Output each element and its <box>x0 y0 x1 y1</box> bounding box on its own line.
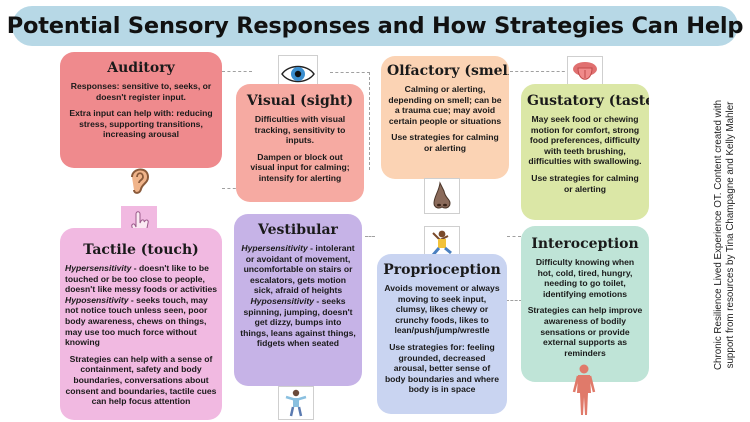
auditory-strategies-text: Extra input can help with: reducing stre… <box>69 108 213 140</box>
credit-text: Chronic Resilience Lived Experience OT. … <box>705 60 745 410</box>
tactile-hypo-label: Hyposensitivity <box>65 294 129 305</box>
olfactory-title: Olfactory (smell) <box>387 63 509 79</box>
gustatory-responses-text: May seek food or chewing motion for comf… <box>528 114 642 167</box>
vestibular-hypo-label: Hyposensitivity <box>250 295 314 306</box>
connector-line <box>222 71 252 72</box>
visual-responses-text: Difficulties with visual tracking, sensi… <box>254 114 346 146</box>
tactile-card: Tactile (touch) Hypersensitivity - doesn… <box>60 228 222 420</box>
vestibular-card: Vestibular Hypersensitivity - intolerant… <box>234 214 362 386</box>
tactile-hyper-label: Hypersensitivity <box>65 263 132 273</box>
page-title: Potential Sensory Responses and How Stra… <box>6 13 744 39</box>
proprioception-card: Proprioception Avoids movement or always… <box>377 254 507 414</box>
eye-icon <box>278 55 318 93</box>
vestibular-title: Vestibular <box>258 222 338 238</box>
proprioception-strategies-text: Use strategies for: feeling grounded, de… <box>384 341 500 395</box>
gustatory-title: Gustatory (taste) <box>527 93 649 109</box>
auditory-title: Auditory <box>107 60 175 76</box>
proprioception-responses-text: Avoids movement or always moving to seek… <box>384 283 500 336</box>
connector-line <box>506 300 522 301</box>
olfactory-responses-text: Calming or alerting, depending on smell;… <box>388 84 502 126</box>
tactile-hypersensitivity-text: Hypersensitivity - doesn't like to be to… <box>65 263 217 348</box>
tactile-title: Tactile (touch) <box>83 242 199 258</box>
interoception-responses-text: Difficulty knowing when hot, cold, tired… <box>535 257 635 299</box>
olfactory-strategies-text: Use strategies for calming or alerting <box>391 132 499 153</box>
tactile-strategies-text: Strategies can help with a sense of cont… <box>65 353 217 407</box>
connector-line <box>365 236 375 237</box>
vestibular-text: Hypersensitivity - intolerant or avoidan… <box>240 243 356 349</box>
spinning-person-icon <box>278 386 314 420</box>
body-icon <box>566 362 602 418</box>
vestibular-hypo-desc: - seeks spinning, jumping, doesn't get d… <box>240 295 356 349</box>
visual-card: Visual (sight) Difficulties with visual … <box>236 84 364 202</box>
connector-line <box>510 71 570 72</box>
interoception-card: Interoception Difficulty knowing when ho… <box>521 226 649 382</box>
gustatory-card: Gustatory (taste) May seek food or chewi… <box>521 84 649 220</box>
visual-title: Visual (sight) <box>246 93 354 109</box>
gustatory-strategies-text: Use strategies for calming or alerting <box>531 172 639 194</box>
vestibular-hyper-desc: - intolerant or avoidant of movement, un… <box>243 243 355 296</box>
proprioception-title: Proprioception <box>383 262 501 278</box>
auditory-card: Auditory Responses: sensitive to, seeks,… <box>60 52 222 168</box>
interoception-strategies-text: Strategies can help improve awareness of… <box>527 305 643 358</box>
connector-line <box>507 236 521 237</box>
interoception-title: Interoception <box>531 236 639 252</box>
olfactory-card: Olfactory (smell) Calming or alerting, d… <box>381 56 509 179</box>
tactile-hypo-desc: - seeks touch, may not notice touch unle… <box>65 294 208 348</box>
ear-icon <box>121 161 159 199</box>
credit-line-2: support from resources by Tina Champagne… <box>725 101 736 369</box>
credit-line-1: Chronic Resilience Lived Experience OT. … <box>713 99 724 371</box>
visual-strategies-text: Dampen or block out visual input for cal… <box>250 151 350 183</box>
title-bar: Potential Sensory Responses and How Stra… <box>7 6 744 46</box>
credit-block: Chronic Resilience Lived Experience OT. … <box>713 100 737 370</box>
vestibular-hyper-label: Hypersensitivity <box>241 243 308 253</box>
nose-icon <box>424 178 460 214</box>
tactile-hyper-desc: - doesn't like to be touched or be too c… <box>65 263 218 295</box>
auditory-responses-text: Responses: sensitive to, seeks, or doesn… <box>70 81 212 102</box>
